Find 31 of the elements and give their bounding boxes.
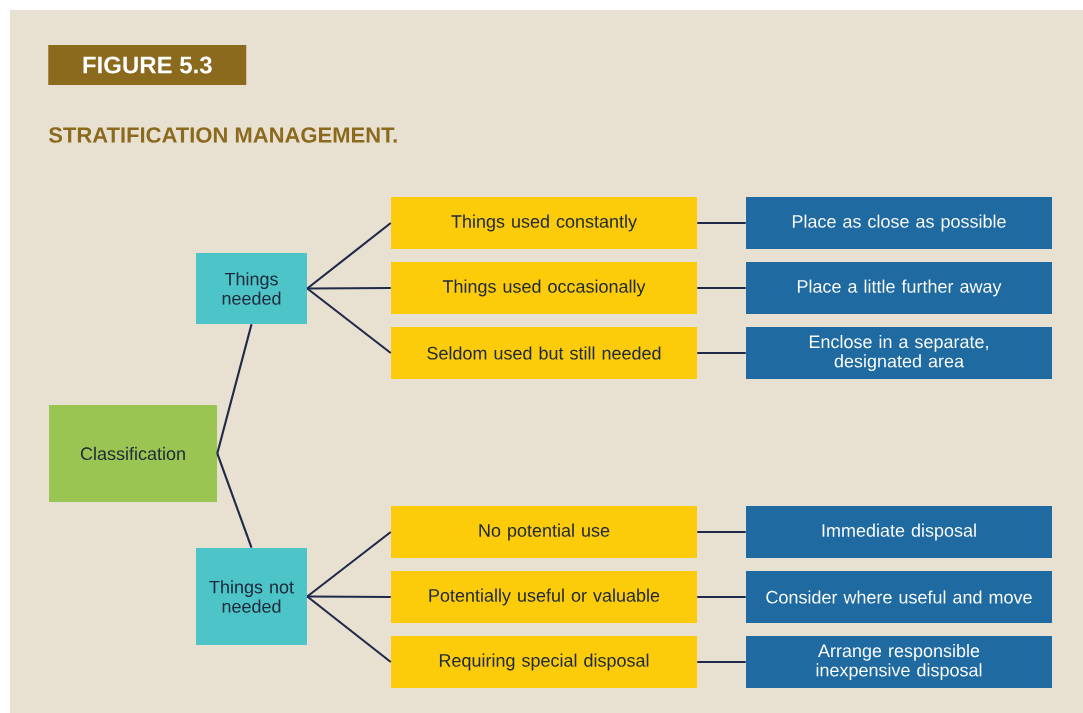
item-box: Things used occasionally xyxy=(391,262,697,314)
figure-number-banner: FIGURE 5.3 xyxy=(48,45,247,85)
action-box: Place as close as possible xyxy=(746,197,1052,249)
connector-line xyxy=(697,660,746,664)
connector-line xyxy=(697,221,746,225)
connector-line xyxy=(697,530,746,534)
connector-line xyxy=(216,453,253,549)
connector-line xyxy=(306,531,392,598)
action-box: Enclose in a separate, designated area xyxy=(746,327,1052,379)
connector-line xyxy=(306,595,392,663)
item-box: Requiring special disposal xyxy=(391,636,697,688)
connector-line xyxy=(307,595,391,599)
action-box: Arrange responsible inexpensive disposal xyxy=(746,636,1052,688)
connector-line xyxy=(306,222,392,290)
classification-box: Classification xyxy=(49,405,217,502)
item-box: Things used constantly xyxy=(391,197,697,249)
category-box: Things needed xyxy=(196,253,307,324)
item-box: Seldom used but still needed xyxy=(391,327,697,379)
action-box: Consider where useful and move xyxy=(746,571,1052,623)
connector-line xyxy=(307,286,391,290)
figure-title: STRATIFICATION MANAGEMENT. xyxy=(48,127,397,143)
item-box: No potential use xyxy=(391,506,697,558)
connector-line xyxy=(697,595,746,599)
connector-line xyxy=(216,324,253,454)
connector-line xyxy=(697,286,746,290)
category-box: Things not needed xyxy=(196,548,307,645)
item-box: Potentially useful or valuable xyxy=(391,571,697,623)
connector-line xyxy=(697,351,746,355)
action-box: Place a little further away xyxy=(746,262,1052,314)
action-box: Immediate disposal xyxy=(746,506,1052,558)
connector-line xyxy=(306,287,392,354)
